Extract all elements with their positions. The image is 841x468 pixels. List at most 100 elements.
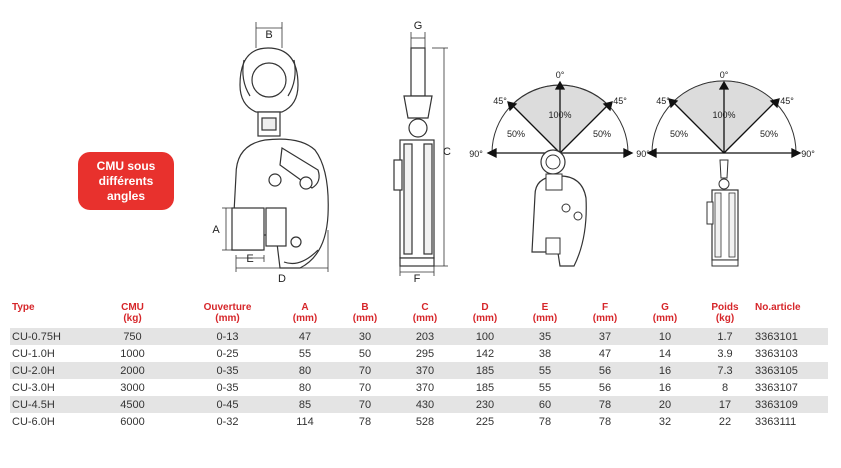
angle2-45-left-label: 45°	[656, 96, 670, 106]
table-cell: 225	[475, 415, 495, 428]
col-header: Poids (kg)	[711, 302, 739, 324]
table-cell: 16	[635, 362, 695, 379]
table-cell: 80	[275, 362, 335, 379]
angle-diagram-side	[646, 80, 802, 267]
table-cell: 10	[635, 328, 695, 345]
table-cell: 1.7	[695, 328, 755, 345]
table-cell: 142	[475, 347, 495, 360]
table-cell: 22	[718, 415, 732, 428]
table-cell: 30	[335, 328, 395, 345]
table-cell: 14	[658, 347, 672, 360]
table-cell: CU-4.5H	[10, 396, 85, 413]
cmu-angles-badge-text: CMU sous différents angles	[96, 158, 156, 203]
table-cell: 7.3	[695, 362, 755, 379]
table-cell: 528	[415, 415, 435, 428]
table-cell: 37	[575, 328, 635, 345]
side-dimension-lines	[399, 32, 448, 276]
table-cell: 750	[85, 328, 180, 345]
dim-label-g: G	[414, 20, 423, 32]
table-cell: 3000	[120, 381, 145, 394]
table-cell: 0-25	[216, 347, 239, 360]
angle2-pct-100-label: 100%	[712, 110, 735, 120]
dim-label-e: E	[246, 253, 253, 265]
col-header: B (mm)	[352, 302, 378, 324]
table-cell: 370	[415, 381, 435, 394]
table-cell: 0-45	[180, 396, 275, 413]
table-cell: 3363111	[755, 415, 797, 428]
dim-label-d: D	[278, 273, 286, 285]
table-cell: 0-32	[216, 415, 239, 428]
table-cell: 114	[296, 415, 314, 428]
pct-50-right-label: 50%	[593, 129, 611, 139]
pct-50-left-label: 50%	[507, 129, 525, 139]
clamp-front-view	[231, 47, 329, 269]
dim-label-c: C	[443, 146, 451, 158]
table-cell: 3363105	[755, 362, 828, 379]
table-cell: 370	[395, 362, 455, 379]
cmu-angles-badge: CMU sous différents angles	[78, 152, 174, 210]
col-header: F (mm)	[592, 302, 618, 324]
table-cell: 1000	[120, 347, 145, 360]
dim-label-a: A	[212, 224, 220, 236]
table-cell: 78	[358, 415, 372, 428]
col-header: D (mm)	[472, 302, 498, 324]
table-cell: 70	[335, 362, 395, 379]
table-cell: 3363101	[755, 328, 828, 345]
table-cell: 47	[598, 347, 612, 360]
table-cell: 56	[575, 362, 635, 379]
angle2-45-right-label: 45°	[780, 96, 794, 106]
table-cell: 3363109	[755, 396, 828, 413]
table-cell: 185	[475, 381, 495, 394]
col-header: Ouverture (mm)	[203, 302, 252, 324]
table-cell: 55	[298, 347, 312, 360]
table-cell: 4500	[85, 396, 180, 413]
table-cell: 3.9	[717, 347, 733, 360]
specification-table: Type CMU (kg) Ouverture (mm) A (mm) B (m…	[10, 300, 828, 430]
table-cell: CU-0.75H	[10, 328, 85, 345]
col-header: E (mm)	[532, 302, 558, 324]
pct-100-label: 100%	[548, 110, 571, 120]
col-header: G (mm)	[652, 302, 678, 324]
table-cell: 78	[575, 396, 635, 413]
angle-45-left-label: 45°	[493, 96, 507, 106]
table-cell: 2000	[85, 362, 180, 379]
table-cell: 55	[538, 381, 552, 394]
table-cell: 60	[515, 396, 575, 413]
table-cell: 20	[635, 396, 695, 413]
col-header: No.article	[755, 302, 801, 313]
angle2-pct-50-right-label: 50%	[760, 129, 778, 139]
technical-drawings: B A E D G C F	[212, 20, 815, 285]
table-cell: 80	[298, 381, 312, 394]
table-cell: 430	[395, 396, 455, 413]
col-header: Type	[12, 302, 35, 313]
table-cell: 185	[455, 362, 515, 379]
table-cell: 78	[538, 415, 552, 428]
angle-90-right-label: 90°	[636, 149, 650, 159]
table-cell: 8	[721, 381, 729, 394]
col-header: CMU (kg)	[121, 302, 144, 324]
angle2-0-label: 0°	[720, 70, 729, 80]
table-cell: 55	[515, 362, 575, 379]
angle-0-label: 0°	[556, 70, 565, 80]
angle-diagram-front	[486, 80, 634, 267]
angle-90-left-label: 90°	[469, 149, 483, 159]
clamp-side-view	[393, 47, 435, 267]
table-cell: 203	[395, 328, 455, 345]
table-cell: 56	[598, 381, 612, 394]
table-cell: 85	[275, 396, 335, 413]
angle2-90-right-label: 90°	[801, 149, 815, 159]
table-cell: 3363107	[755, 381, 798, 394]
col-header: C (mm)	[412, 302, 438, 324]
table-cell: 16	[658, 381, 672, 394]
angle2-pct-50-left-label: 50%	[670, 129, 688, 139]
table-cell: 6000	[120, 415, 145, 428]
table-cell: CU-6.0H	[12, 415, 55, 428]
front-dimension-lines	[222, 22, 329, 272]
table-cell: 78	[598, 415, 612, 428]
dim-label-b: B	[265, 29, 272, 41]
